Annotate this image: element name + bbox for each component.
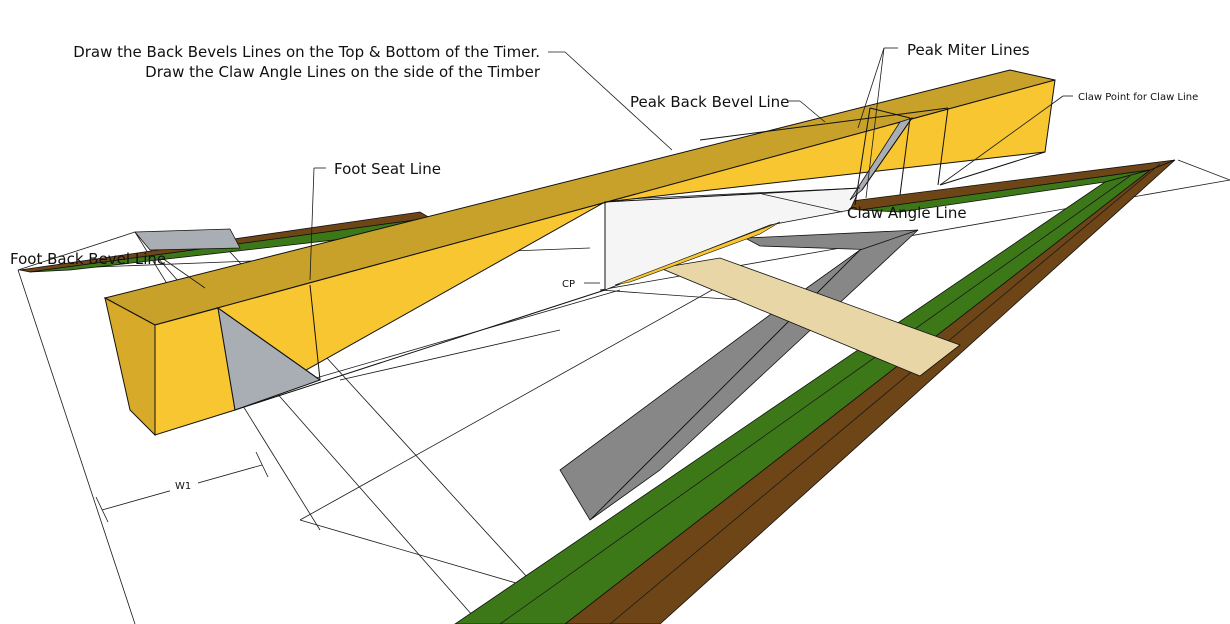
peak-miter-label: Peak Miter Lines bbox=[907, 41, 1030, 59]
foot-back-bevel-label: Foot Back Bevel Line bbox=[10, 250, 166, 268]
back-bevels-callout-line2: Draw the Claw Angle Lines on the side of… bbox=[145, 63, 541, 81]
claw-yellow-sliver bbox=[614, 221, 781, 286]
w1-dimension bbox=[95, 451, 269, 523]
w1-label: W1 bbox=[175, 481, 191, 492]
labels: Draw the Back Bevels Lines on the Top & … bbox=[10, 41, 1198, 492]
cp-label: CP bbox=[562, 279, 575, 290]
back-bevels-callout-line1: Draw the Back Bevels Lines on the Top & … bbox=[73, 43, 540, 61]
leader-lines bbox=[161, 47, 1073, 289]
tan-strip bbox=[658, 257, 961, 377]
peak-back-bevel-label: Peak Back Bevel Line bbox=[630, 93, 789, 111]
claw-point-label: Claw Point for Claw Line bbox=[1078, 92, 1198, 103]
main-timber bbox=[103, 69, 1056, 437]
foot-seat-label: Foot Seat Line bbox=[334, 160, 441, 178]
claw-angle-label: Claw Angle Line bbox=[847, 204, 967, 222]
timber-lines bbox=[217, 107, 1046, 411]
wall-plates bbox=[454, 159, 1176, 624]
